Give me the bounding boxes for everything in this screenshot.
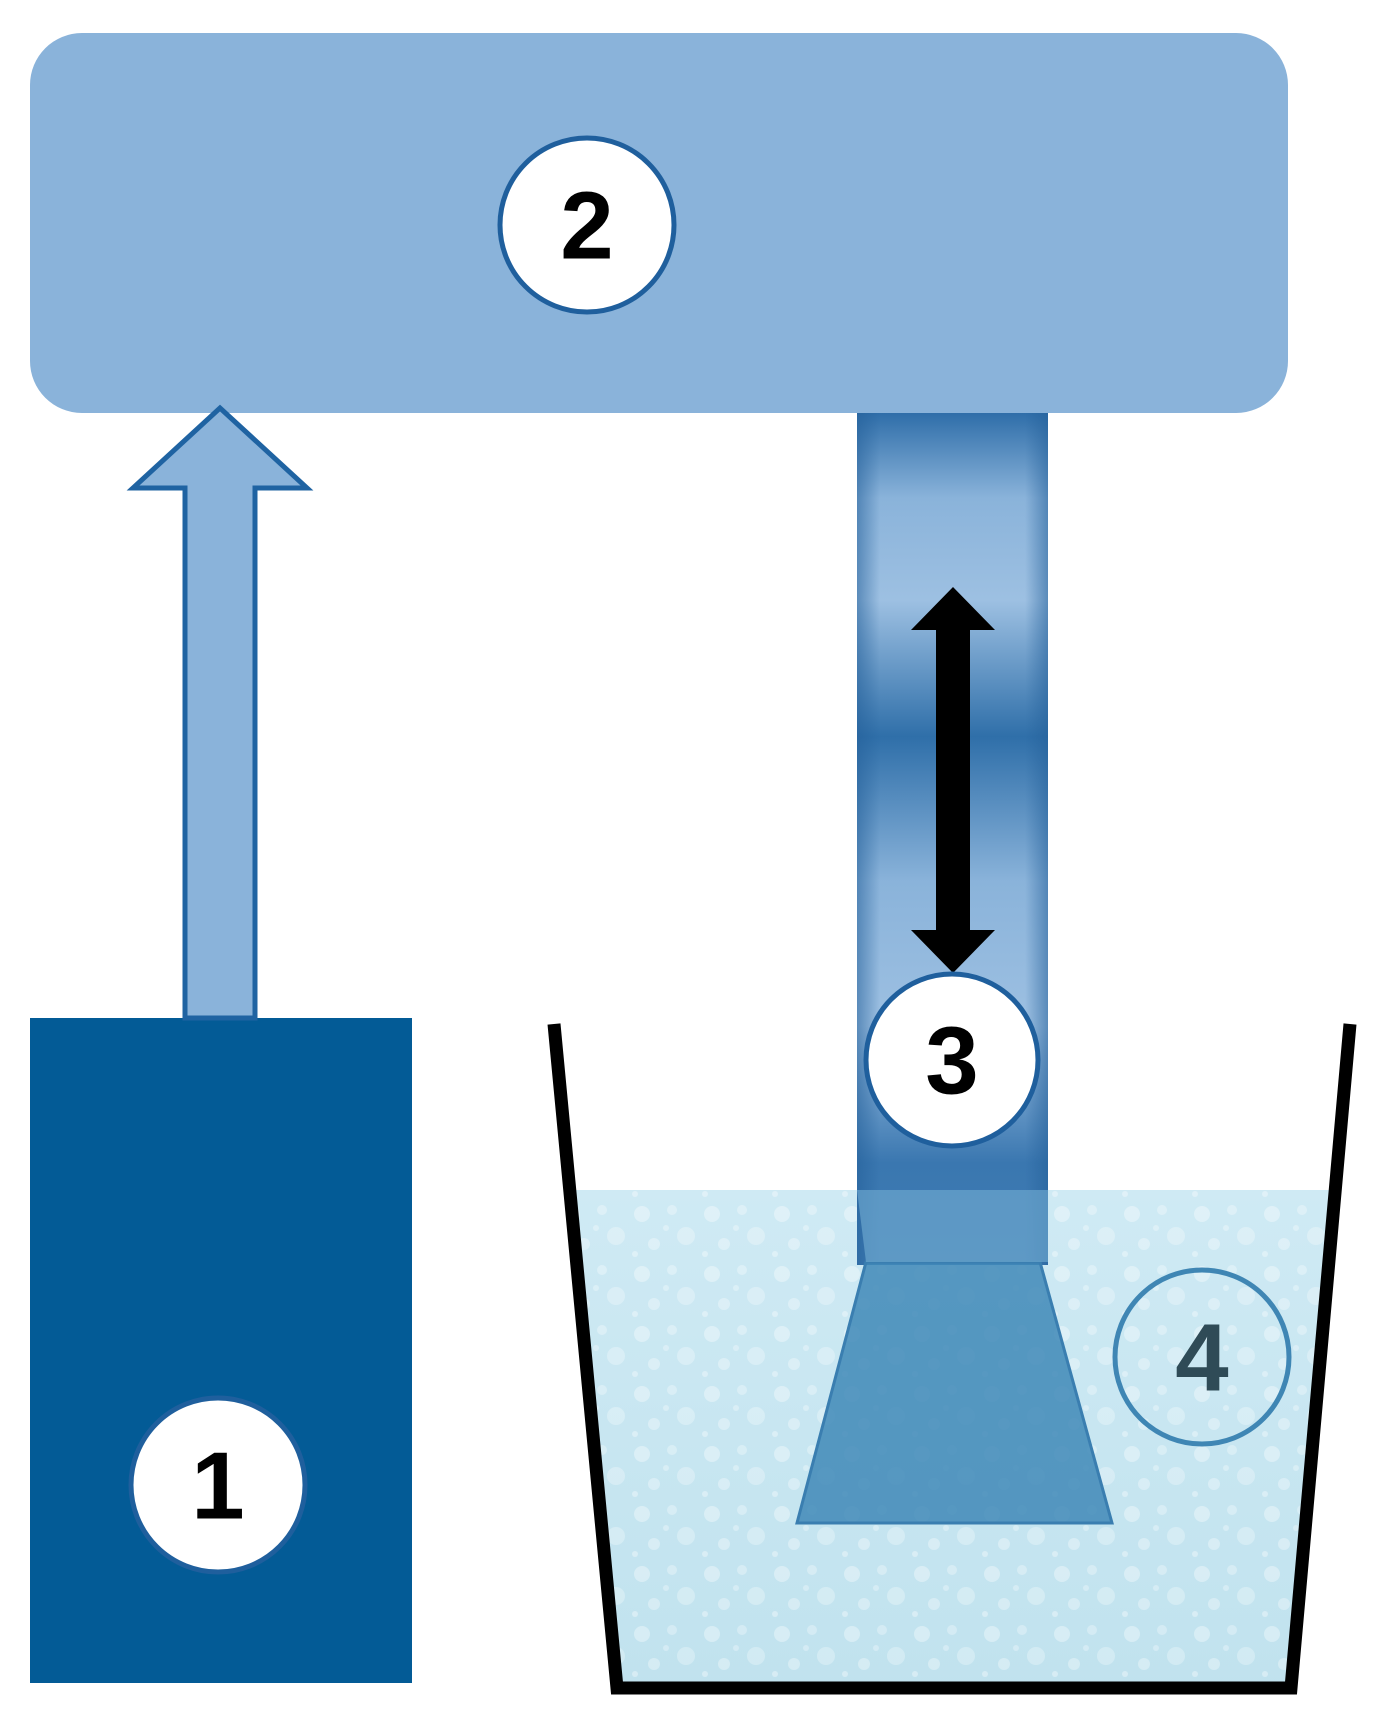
label-badge-3: 3 xyxy=(863,971,1041,1149)
label-badge-2: 2 xyxy=(497,135,677,315)
source-box xyxy=(30,1018,412,1683)
arrow-up-icon xyxy=(126,404,314,1021)
label-4-text: 4 xyxy=(1175,1305,1228,1412)
label-badge-4: 4 xyxy=(1112,1267,1292,1447)
label-3-text: 3 xyxy=(925,1008,978,1115)
label-1-text: 1 xyxy=(191,1433,244,1540)
double-arrow-vertical-icon xyxy=(911,587,995,973)
label-2-text: 2 xyxy=(560,173,613,280)
label-badge-1: 1 xyxy=(128,1395,308,1575)
beaker-outline xyxy=(547,1023,1357,1695)
